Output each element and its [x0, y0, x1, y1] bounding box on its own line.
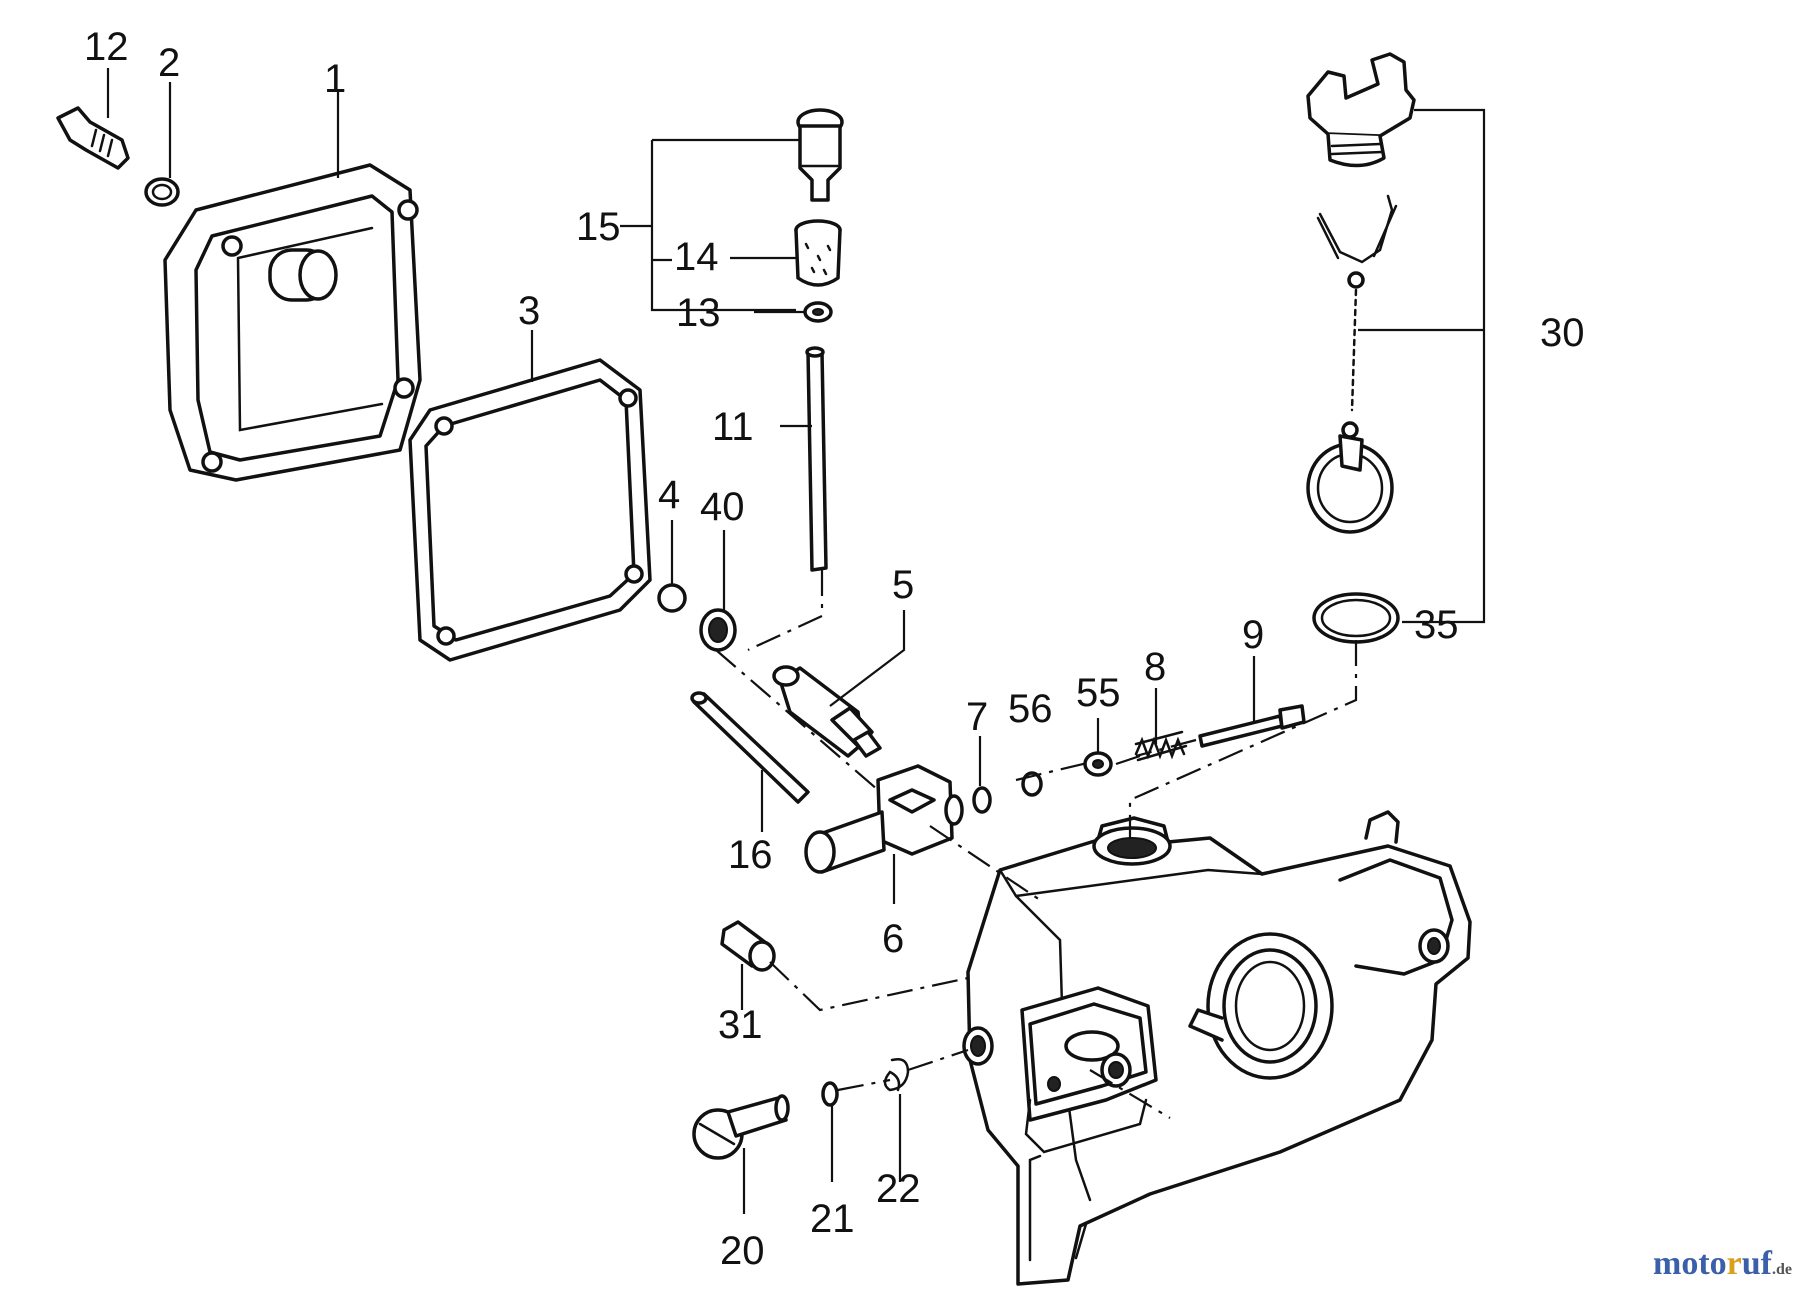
part-3-gasket — [408, 358, 652, 662]
part-7-o-ring — [972, 786, 992, 814]
callout-labels: 12 2 1 3 15 14 13 11 4 40 5 16 6 7 56 55… — [84, 25, 1585, 1273]
part-30-chain — [1316, 194, 1398, 439]
callout-9: 9 — [1242, 613, 1264, 657]
part-9-bolt — [1198, 704, 1306, 748]
part-55-washer — [1083, 751, 1113, 777]
part-5-piston — [772, 665, 882, 758]
callout-16: 16 — [728, 833, 773, 877]
callout-14: 14 — [674, 235, 719, 279]
callout-30: 30 — [1540, 311, 1585, 355]
part-2-ring — [144, 177, 180, 207]
callout-31: 31 — [718, 1003, 763, 1047]
callout-12: 12 — [84, 25, 129, 69]
main-housing — [962, 810, 1472, 1286]
part-56-o-ring — [1021, 771, 1043, 797]
part-12-screw — [56, 106, 130, 170]
callout-5: 5 — [892, 563, 914, 607]
part-20-adjust-screw — [692, 1094, 790, 1160]
part-15-valve — [796, 108, 844, 202]
watermark-part-1: moto — [1653, 1245, 1727, 1282]
part-30-ring — [1306, 434, 1394, 534]
callout-8: 8 — [1144, 645, 1166, 689]
callout-20: 20 — [720, 1229, 765, 1273]
callout-56: 56 — [1008, 687, 1053, 731]
callout-4: 4 — [658, 473, 680, 517]
watermark-part-3: uf — [1741, 1245, 1772, 1282]
callout-11: 11 — [712, 405, 754, 449]
callout-22: 22 — [876, 1167, 921, 1211]
part-8-spring — [1134, 730, 1188, 762]
callout-2: 2 — [158, 41, 180, 85]
part-30-plug — [1306, 52, 1416, 168]
part-13-washer — [803, 301, 833, 323]
callout-15: 15 — [576, 205, 621, 249]
part-14-filter — [794, 219, 842, 287]
part-1-cover — [163, 163, 422, 482]
callout-7: 7 — [966, 695, 988, 739]
part-35-o-ring — [1312, 592, 1400, 644]
part-22-spring-clip — [883, 1058, 910, 1092]
watermark-part-2: r — [1726, 1245, 1742, 1282]
part-21-o-ring — [821, 1081, 839, 1107]
part-6-pump-body — [804, 764, 964, 874]
callout-21: 21 — [810, 1197, 855, 1241]
callout-6: 6 — [882, 917, 904, 961]
leader-lines — [106, 68, 1486, 1214]
part-31-fitting — [720, 920, 776, 972]
callout-13: 13 — [676, 291, 721, 335]
part-40-spring-washer — [699, 608, 737, 652]
callout-55: 55 — [1076, 671, 1121, 715]
part-4-ball — [657, 583, 687, 613]
callout-1: 1 — [324, 57, 346, 101]
callout-35: 35 — [1414, 603, 1459, 647]
watermark-tld: .de — [1772, 1261, 1792, 1278]
watermark-logo: motoruf.de — [1653, 1245, 1792, 1283]
callout-3: 3 — [518, 289, 540, 333]
part-16-pin — [690, 691, 810, 804]
part-11-tube — [805, 346, 828, 572]
callout-40: 40 — [700, 485, 745, 529]
